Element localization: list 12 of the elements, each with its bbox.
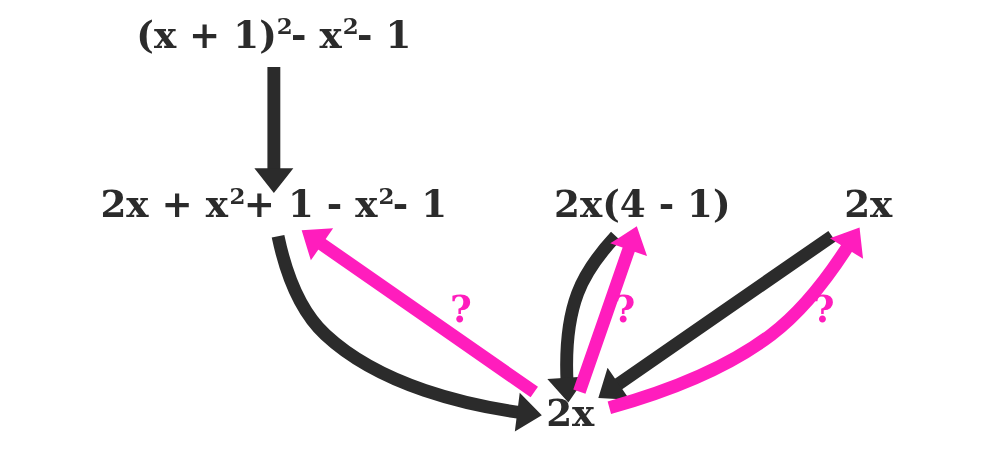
node-text: 2x(4 - 1): [553, 182, 731, 227]
arrow: [271, 234, 542, 432]
edge-label: ?: [449, 286, 472, 331]
arrow: [253, 67, 293, 193]
node-text: 2x: [843, 182, 892, 227]
node-text: (x + 1)$^{2}$- x$^{2}$- 1: [135, 12, 411, 57]
arrow: [572, 226, 647, 394]
arrow: [597, 230, 836, 400]
arrow: [546, 231, 620, 403]
arrow: [607, 227, 863, 414]
node-text: 2x: [545, 391, 594, 436]
node-text: 2x + x$^{2}$+ 1 - x$^{2}$- 1: [99, 181, 447, 227]
